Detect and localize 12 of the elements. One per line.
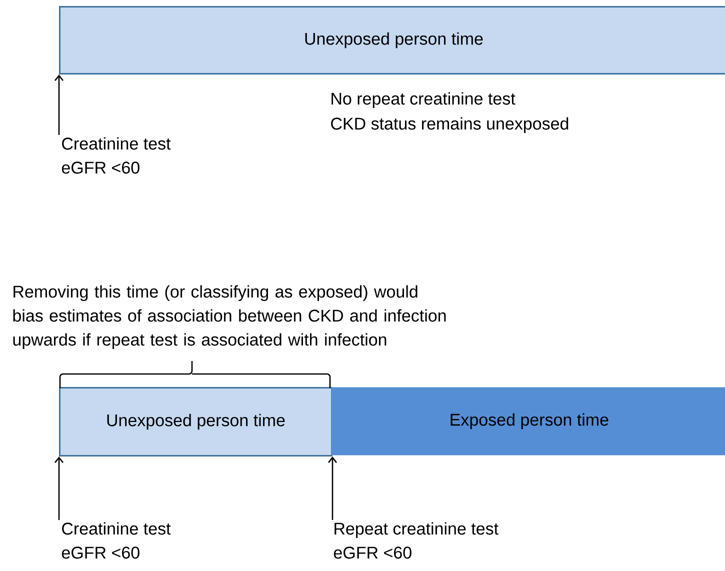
test-label: Creatinine test eGFR <60 [62,522,171,559]
arrow [328,456,338,520]
time-bar: Unexposed person time [59,387,332,456]
note-text: Removing this time (or classifying as exposed) would bias estimates of association between CKD and infection upwards if repeat test is associated with infection [13,285,446,350]
time-bar: Exposed person time [331,387,725,456]
arrow [54,74,64,135]
note-text: CKD status remains unexposed [331,117,568,134]
note-text: No repeat creatinine test [332,92,516,108]
time-bar: Unexposed person time [59,6,725,74]
arrow [54,456,64,520]
test-label: Creatinine test eGFR <60 [62,137,171,174]
test-label: Repeat creatinine test eGFR <60 [334,522,498,559]
